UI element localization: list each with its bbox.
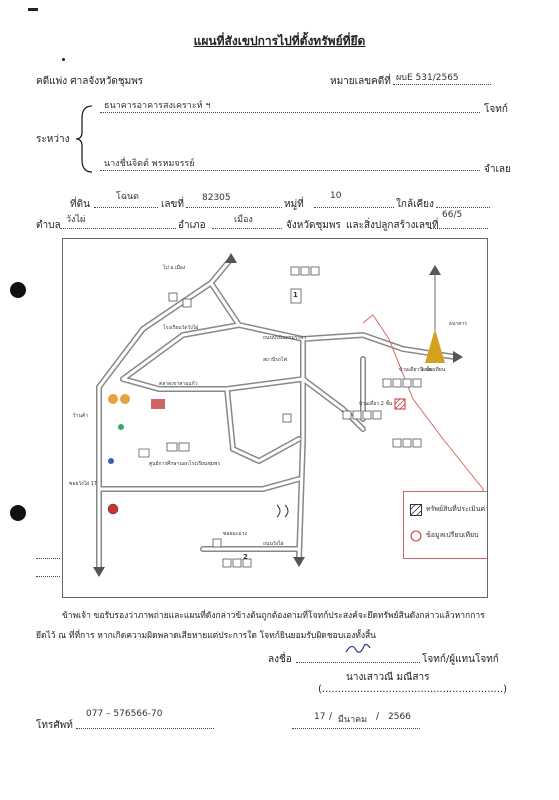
land-label: ที่ดิน	[70, 199, 90, 210]
amphoe-label: อำเภอ	[178, 220, 206, 231]
black-case-label: หมายเลขคดีที่	[330, 76, 391, 87]
map-legend: ทรัพย์สินที่ประเมินค่า ข้อมูลเปรียบเทียบ	[403, 491, 488, 559]
moo-value: 10	[330, 191, 342, 201]
plaintiff-role: โจทก์	[484, 104, 508, 115]
property-legend-icon	[410, 504, 422, 516]
map-label-bank: ธนาคาร	[449, 321, 467, 327]
map-label-station: สถานีรถไฟ	[263, 356, 288, 363]
date-sep-1: /	[329, 712, 333, 722]
moo-label: หมู่ที่	[284, 199, 304, 210]
sign-role: โจทก์/ผู้แทนโจทก์	[422, 654, 499, 665]
date-sep-2: /	[376, 712, 380, 722]
comparable-legend-icon	[410, 530, 422, 542]
map-label-2: 2	[243, 553, 248, 561]
tambon-label: ตำบล	[36, 220, 61, 231]
building-label: และสิ่งปลูกสร้างเลขที่	[346, 220, 439, 231]
case-label: คดีแพ่ง ศาลจังหวัดชุมพร	[36, 76, 144, 87]
margin-dots-1	[36, 548, 60, 559]
map-label-road-main: ถนนวังไผ่	[263, 540, 284, 547]
temple-icon	[425, 329, 445, 363]
signer-paren: (.......................................…	[318, 684, 507, 695]
land-number: 82305	[202, 193, 231, 203]
map-label-city: ไป อ.เมือง	[162, 264, 186, 271]
black-case-dots	[393, 74, 491, 85]
black-case-value: ผบE 531/2565	[396, 73, 459, 83]
map-label-house2: บ้านเดี่ยว 2 ชั้น	[359, 398, 393, 407]
sign-dots	[296, 652, 420, 663]
defendant-name: นางชื่นจิตต์ พรหมจรรย์	[104, 159, 195, 169]
building-blocks	[166, 266, 422, 568]
phone-label: โทรศัพท์	[36, 720, 73, 731]
map-label-road: ถนนปรมินทรมรรคา	[263, 334, 306, 341]
moo-dots	[314, 197, 394, 208]
map-label-office: ศูนย์การศึกษานอกโรงเรียนชุมพร	[149, 460, 220, 467]
between-label: ระหว่าง	[36, 134, 70, 145]
certify-line-1: ข้าพเจ้า ขอรับรองว่าภาพถ่ายและแผนที่ดังก…	[62, 611, 485, 621]
plaintiff-dots	[100, 102, 480, 113]
road-inner	[97, 257, 457, 571]
plaintiff-name: ธนาคารอาคารสงเคราะห์ ฯ	[104, 101, 211, 111]
signature-mark	[345, 643, 371, 653]
market-icon	[151, 399, 165, 409]
certify-line-2: ยึดไว้ ณ ที่ที่การ หากเกิดความผิดพลาดเสี…	[36, 631, 376, 641]
dot-mark	[62, 58, 65, 61]
landmark-icon-4	[108, 458, 114, 464]
location-map: 1 2 ไป อ.เมือง ถนนปรมินทรมรรคา สถานีรถไฟ…	[62, 238, 488, 598]
phone-value: 077 – 576566-70	[86, 709, 163, 719]
landmark-icon-3	[118, 424, 124, 430]
amphoe-dots	[212, 218, 282, 229]
map-label-market: ตลาดเขาสามแก้ว	[159, 380, 198, 387]
corner-mark	[28, 8, 38, 11]
province-text: จังหวัดชุมพร	[286, 220, 341, 231]
map-label-1: 1	[293, 291, 298, 299]
land-type: โฉนด	[116, 192, 139, 202]
legend-comparable: ข้อมูลเปรียบเทียบ	[426, 531, 479, 539]
map-label-soi-b: ซอยมะม่วง	[223, 531, 247, 537]
tambon-value: วังไผ่	[66, 215, 86, 225]
page-title: แผนที่สังเขปการไปที่ตั้งทรัพย์ที่ยึด	[193, 34, 366, 48]
map-drawing: 1 2 ไป อ.เมือง ถนนปรมินทรมรรคา สถานีรถไฟ…	[69, 253, 484, 577]
landmark-icon-2	[120, 394, 130, 404]
map-label-soi17: ซอยวังไผ่ 17	[69, 480, 97, 487]
landmark-icon	[108, 394, 118, 404]
building-dots	[430, 218, 488, 229]
margin-dots-2	[36, 566, 60, 577]
date-year: 2566	[388, 712, 411, 722]
defendant-role: จำเลย	[484, 164, 511, 175]
building-no: 66/5	[442, 210, 463, 220]
land-type-dots	[94, 197, 158, 208]
map-label-school: โรงเรียนวัดวังไผ่	[163, 324, 198, 331]
near-label: ใกล้เคียง	[396, 199, 434, 210]
brace-icon	[75, 105, 93, 173]
sign-label: ลงชื่อ	[268, 654, 292, 665]
defendant-dots	[100, 160, 480, 171]
signer-name: นางเสาวณี มณีสาร	[346, 672, 430, 683]
punch-hole-top	[10, 282, 26, 298]
phone-dots	[76, 718, 214, 729]
date-day: 17	[314, 712, 326, 722]
office-icon	[138, 448, 150, 458]
map-label-house1: บ้านเดี่ยว 1 ชั้น	[399, 364, 433, 373]
date-month: มีนาคม	[338, 715, 368, 725]
number-dots	[186, 197, 282, 208]
map-label-shop: ร้านค้า	[73, 412, 89, 419]
punch-hole-bottom	[10, 505, 26, 521]
near-dots	[436, 197, 490, 208]
amphoe-value: เมือง	[234, 215, 253, 225]
tambon-dots	[60, 218, 176, 229]
road-outer	[96, 256, 458, 572]
number-label: เลขที่	[161, 199, 184, 210]
date-dots	[292, 718, 420, 729]
legend-property: ทรัพย์สินที่ประเมินค่า	[426, 505, 488, 513]
landmark-icon-5	[107, 503, 119, 515]
map-label-temple: วัดแสงเทียน	[419, 366, 446, 373]
